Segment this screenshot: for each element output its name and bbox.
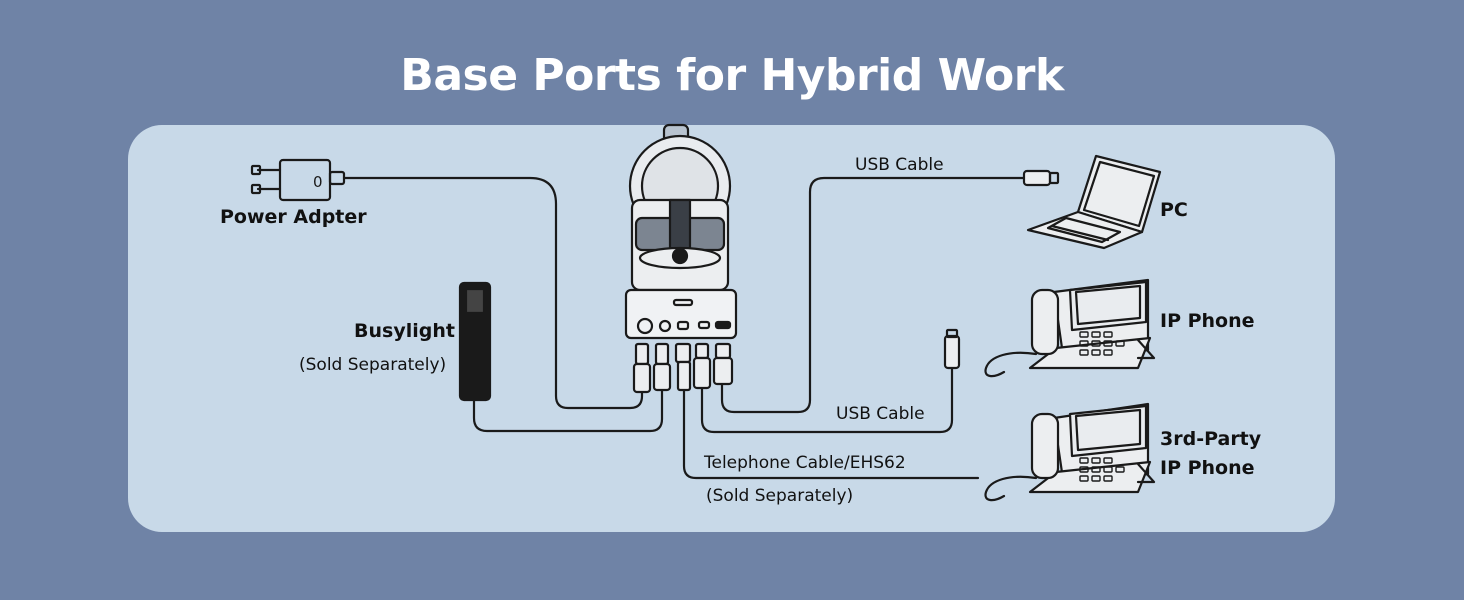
ip-phone-icon — [984, 278, 1156, 378]
usb-pc-cable — [720, 176, 1026, 414]
pc-label: PC — [1160, 199, 1188, 221]
headset-base-icon — [624, 123, 738, 340]
telephone-cable — [682, 388, 980, 480]
usb-plug-phone-icon — [943, 328, 961, 370]
usb-plug-pc-icon — [1022, 169, 1060, 187]
third-party-label-line1: 3rd-Party — [1160, 428, 1262, 450]
telephone-cable-note: (Sold Separately) — [706, 486, 854, 506]
busylight-label: Busylight — [354, 320, 455, 342]
ip-phone-keypad-icon — [1079, 331, 1125, 356]
page-title: Base Ports for Hybrid Work — [400, 50, 1064, 101]
power-adapter-label: Power Adpter — [220, 206, 367, 228]
busylight-icon — [458, 281, 492, 402]
third-party-keypad-icon — [1079, 457, 1125, 482]
busylight-note: (Sold Separately) — [299, 355, 447, 375]
laptop-icon — [1026, 154, 1162, 250]
busylight-cable — [472, 388, 664, 433]
power-adapter-icon — [250, 158, 346, 202]
ip-phone-label: IP Phone — [1160, 310, 1255, 332]
third-party-label-line2: IP Phone — [1160, 457, 1255, 479]
usb-cable-phone-label: USB Cable — [836, 404, 925, 424]
power-cable — [342, 176, 644, 410]
usb-cable-pc-label: USB Cable — [855, 155, 944, 175]
usb-phone-cable — [700, 366, 954, 434]
telephone-cable-label: Telephone Cable/EHS62 — [704, 453, 906, 473]
third-party-ip-phone-icon — [984, 402, 1156, 502]
base-plugs-icon — [632, 342, 734, 394]
power-switch-label: 0 — [313, 173, 323, 191]
